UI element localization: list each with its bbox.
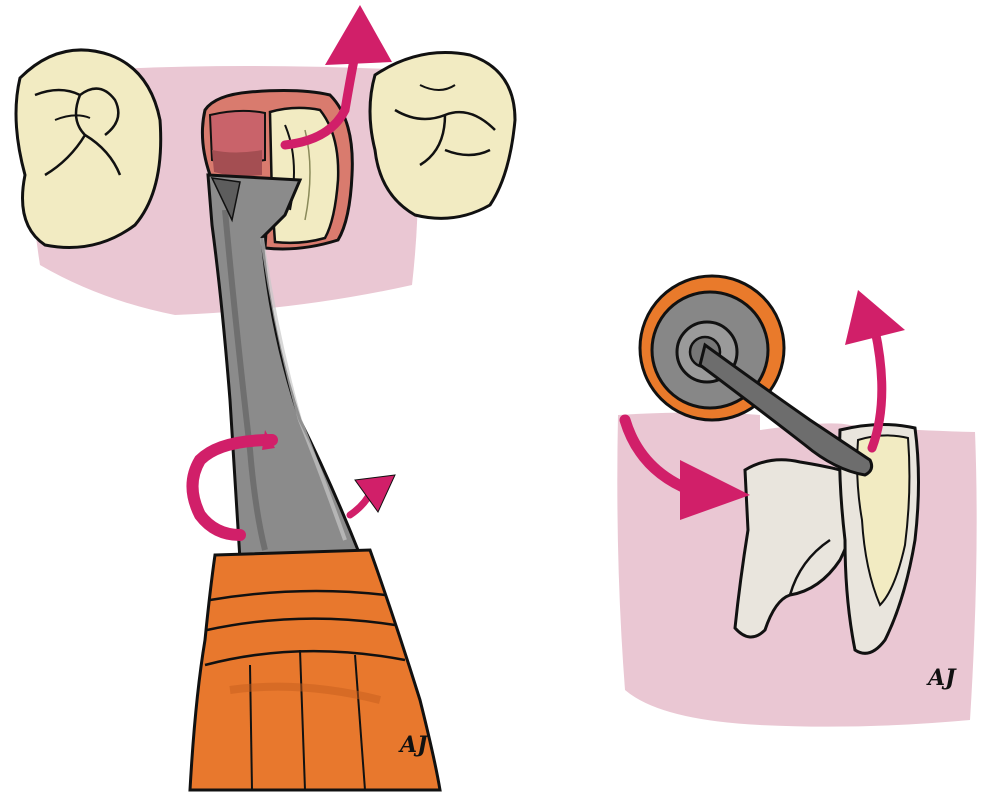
right-molar	[370, 53, 515, 219]
right-panel: AJ	[617, 276, 976, 727]
left-molar	[16, 50, 161, 248]
artist-signature-left: AJ	[398, 732, 429, 758]
left-panel: AJ	[16, 5, 515, 790]
artist-signature-right: AJ	[926, 665, 957, 691]
